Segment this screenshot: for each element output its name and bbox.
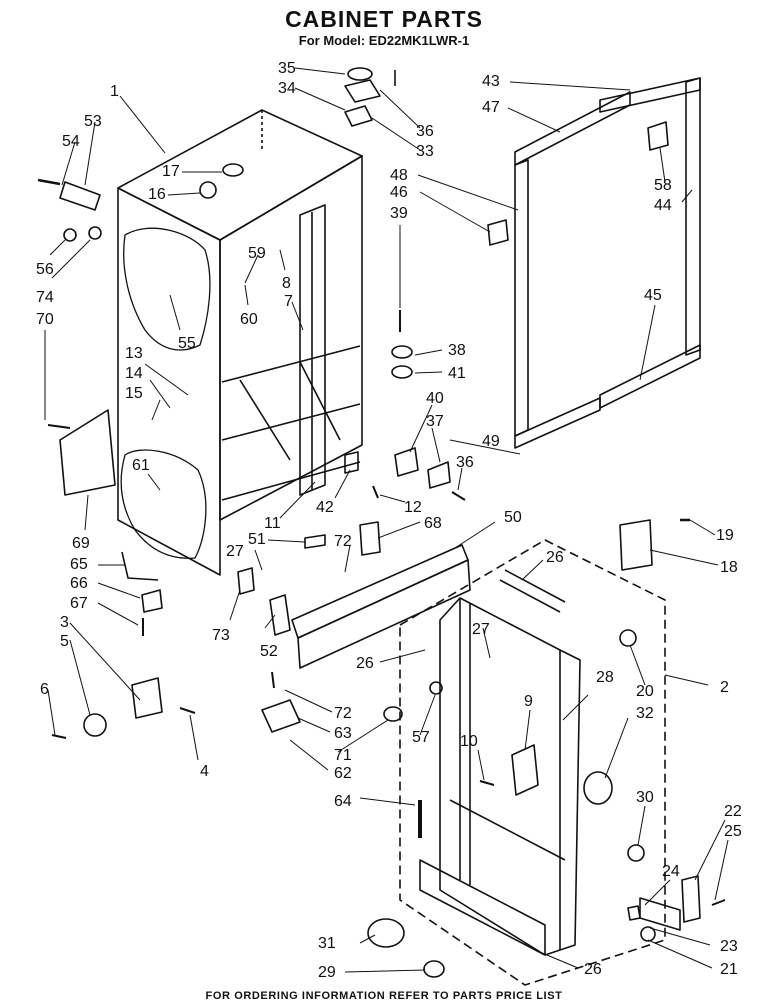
callout-45: 45 bbox=[644, 287, 662, 304]
callout-9: 9 bbox=[524, 693, 533, 710]
callout-53: 53 bbox=[84, 113, 102, 130]
callout-40: 40 bbox=[426, 390, 444, 407]
callout-56: 56 bbox=[36, 261, 54, 278]
callout-50: 50 bbox=[504, 509, 522, 526]
callout-28: 28 bbox=[596, 669, 614, 686]
callout-49: 49 bbox=[482, 433, 500, 450]
callout-10: 10 bbox=[460, 733, 478, 750]
callout-31: 31 bbox=[318, 935, 336, 952]
callout-46: 46 bbox=[390, 184, 408, 201]
callout-44: 44 bbox=[654, 197, 672, 214]
door-liner bbox=[399, 539, 666, 986]
callout-26: 26 bbox=[546, 549, 564, 566]
door-frame bbox=[514, 77, 701, 449]
callout-41: 41 bbox=[448, 365, 466, 382]
callout-74: 74 bbox=[36, 289, 54, 306]
callout-55: 55 bbox=[178, 335, 196, 352]
callout-27b: 27 bbox=[472, 621, 490, 638]
callout-52: 52 bbox=[260, 643, 278, 660]
callout-25: 25 bbox=[724, 823, 742, 840]
callout-17: 17 bbox=[162, 163, 180, 180]
callout-61: 61 bbox=[132, 457, 150, 474]
callout-42: 42 bbox=[316, 499, 334, 516]
callout-32: 32 bbox=[636, 705, 654, 722]
callout-63: 63 bbox=[334, 725, 352, 742]
ordering-footnote: FOR ORDERING INFORMATION REFER TO PARTS … bbox=[205, 990, 563, 1002]
callout-4: 4 bbox=[200, 763, 209, 780]
callout-36: 36 bbox=[416, 123, 434, 140]
callout-47: 47 bbox=[482, 99, 500, 116]
callout-14: 14 bbox=[125, 365, 143, 382]
callout-60: 60 bbox=[240, 311, 258, 328]
callout-62: 62 bbox=[334, 765, 352, 782]
cabinet-shell bbox=[117, 109, 363, 576]
callout-51: 51 bbox=[248, 531, 266, 548]
callout-70: 70 bbox=[36, 311, 54, 328]
callout-15: 15 bbox=[125, 385, 143, 402]
small-parts bbox=[37, 67, 726, 978]
callout-65: 65 bbox=[70, 556, 88, 573]
callout-67: 67 bbox=[70, 595, 88, 612]
callout-22: 22 bbox=[724, 803, 742, 820]
callout-72b: 72 bbox=[334, 705, 352, 722]
callout-68: 68 bbox=[424, 515, 442, 532]
callout-7: 7 bbox=[284, 293, 293, 310]
model-subtitle: For Model: ED22MK1LWR-1 bbox=[298, 33, 470, 48]
callout-8: 8 bbox=[282, 275, 291, 292]
callout-20: 20 bbox=[636, 683, 654, 700]
callout-27: 27 bbox=[226, 543, 244, 560]
divider-rail bbox=[299, 204, 326, 496]
callout-64: 64 bbox=[334, 793, 352, 810]
callout-30: 30 bbox=[636, 789, 654, 806]
callout-58: 58 bbox=[654, 177, 672, 194]
callout-36b: 36 bbox=[456, 454, 474, 471]
callout-39: 39 bbox=[390, 205, 408, 222]
callout-18: 18 bbox=[720, 559, 738, 576]
callout-11: 11 bbox=[264, 515, 281, 532]
callout-16: 16 bbox=[148, 186, 166, 203]
callout-labels: 35 34 36 33 43 47 1 53 54 17 16 48 46 58… bbox=[36, 60, 742, 981]
callout-5: 5 bbox=[60, 633, 69, 650]
page-title: CABINET PARTS bbox=[285, 6, 483, 32]
callout-26b: 26 bbox=[356, 655, 374, 672]
callout-71: 71 bbox=[334, 747, 352, 764]
leader-lines bbox=[44, 67, 729, 973]
callout-26c: 26 bbox=[584, 961, 602, 978]
callout-73: 73 bbox=[212, 627, 230, 644]
callout-33: 33 bbox=[416, 143, 434, 160]
callout-24: 24 bbox=[662, 863, 680, 880]
callout-59: 59 bbox=[248, 245, 266, 262]
callout-1: 1 bbox=[110, 83, 119, 100]
callout-12: 12 bbox=[404, 499, 422, 516]
callout-54: 54 bbox=[62, 133, 80, 150]
callout-3: 3 bbox=[60, 614, 69, 631]
callout-38: 38 bbox=[448, 342, 466, 359]
callout-23: 23 bbox=[720, 938, 738, 955]
callout-2: 2 bbox=[720, 679, 729, 696]
callout-21: 21 bbox=[720, 961, 738, 978]
callout-57: 57 bbox=[412, 729, 430, 746]
kick-plate bbox=[291, 544, 471, 669]
callout-37: 37 bbox=[426, 413, 444, 430]
callout-72: 72 bbox=[334, 533, 352, 550]
callout-43: 43 bbox=[482, 73, 500, 90]
callout-34: 34 bbox=[278, 80, 296, 97]
callout-29: 29 bbox=[318, 964, 336, 981]
callout-35: 35 bbox=[278, 60, 296, 77]
callout-19: 19 bbox=[716, 527, 734, 544]
callout-66: 66 bbox=[70, 575, 88, 592]
callout-6: 6 bbox=[40, 681, 49, 698]
callout-69: 69 bbox=[72, 535, 90, 552]
callout-13: 13 bbox=[125, 345, 143, 362]
callout-48: 48 bbox=[390, 167, 408, 184]
